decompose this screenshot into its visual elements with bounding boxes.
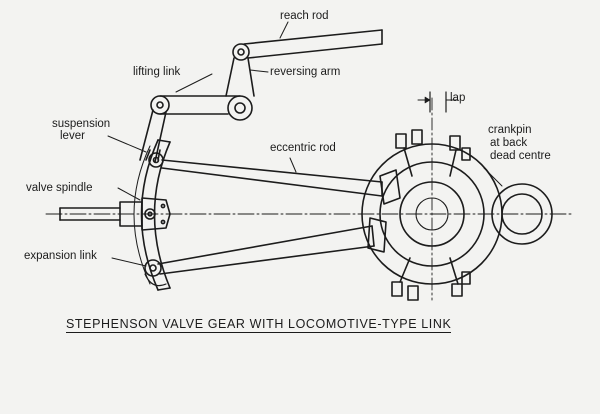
label-suspension-lever-2: lever bbox=[60, 130, 85, 142]
label-lap: lap bbox=[450, 92, 466, 104]
leader-lines bbox=[107, 21, 297, 267]
label-reach-rod: reach rod bbox=[280, 10, 329, 22]
label-lifting-link: lifting link bbox=[133, 66, 181, 78]
crankpin bbox=[483, 167, 553, 245]
label-eccentric-rod: eccentric rod bbox=[270, 142, 336, 154]
label-crankpin-1: crankpin bbox=[488, 124, 532, 136]
eccentric-rod-upper bbox=[161, 159, 383, 197]
reversing-arm bbox=[225, 57, 255, 121]
lap-marker bbox=[417, 91, 459, 113]
label-valve-spindle: valve spindle bbox=[26, 182, 93, 194]
label-crankpin-3: dead centre bbox=[490, 150, 551, 162]
label-suspension-lever-1: suspension bbox=[52, 118, 111, 130]
eccentric-rod-lower bbox=[157, 225, 375, 275]
lifting-link bbox=[150, 95, 241, 115]
label-crankpin-2: at back bbox=[490, 137, 528, 149]
valve-spindle bbox=[59, 197, 171, 231]
reach-rod bbox=[232, 29, 383, 61]
strap-bolts bbox=[391, 129, 471, 301]
diagram-title: STEPHENSON VALVE GEAR WITH LOCOMOTIVE-TY… bbox=[66, 317, 452, 333]
label-reversing-arm: reversing arm bbox=[270, 66, 341, 78]
label-expansion-link: expansion link bbox=[24, 250, 97, 262]
suspension-lever bbox=[139, 109, 167, 168]
